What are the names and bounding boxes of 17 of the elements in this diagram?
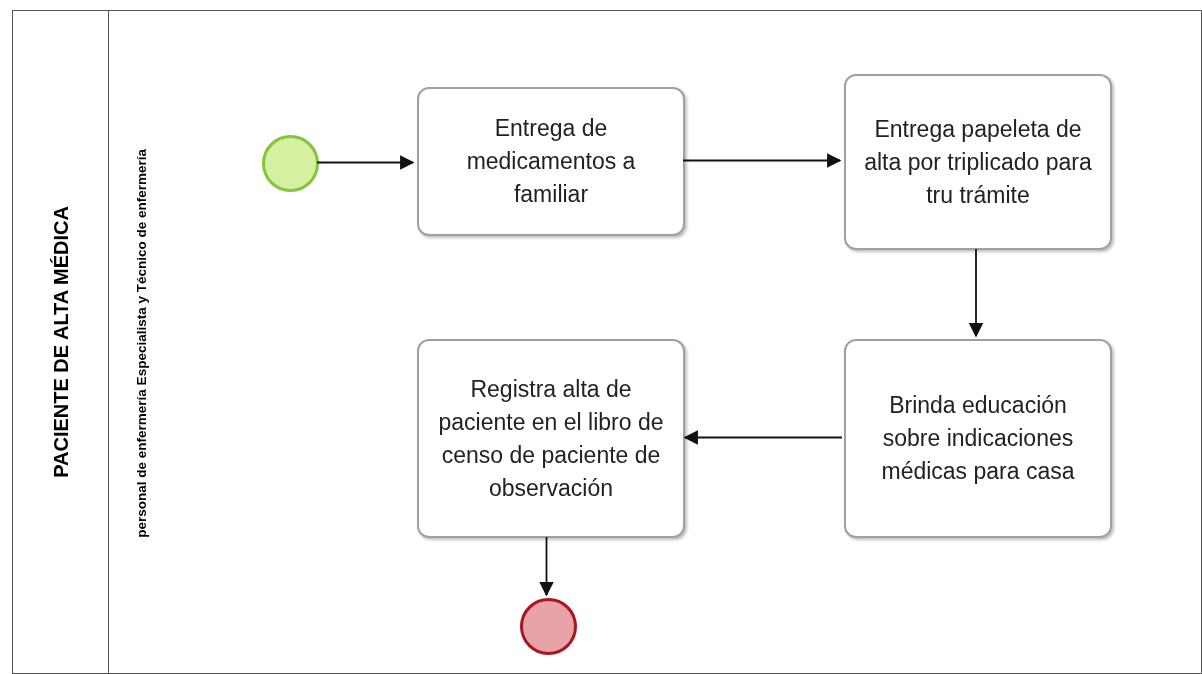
arrow bbox=[968, 248, 984, 338]
arrow bbox=[316, 155, 415, 170]
task-box bbox=[844, 339, 1112, 538]
task-label: Entrega de medicamentos a familiar bbox=[465, 114, 637, 209]
task-box bbox=[417, 87, 685, 236]
task-label: Registra alta de paciente en el libro de censo de paciente de observación bbox=[437, 374, 665, 503]
task-label: Entrega papeleta de alta por triplicado para tru trámite bbox=[863, 114, 1093, 210]
end-event bbox=[520, 598, 577, 655]
pool-title: PACIENTE DE ALTA MÉDICA bbox=[48, 206, 73, 478]
arrow bbox=[539, 536, 554, 597]
task-box bbox=[844, 74, 1112, 250]
arrow bbox=[682, 153, 842, 168]
start-event bbox=[262, 135, 319, 192]
lane-title: personal de enfermería Especialista y Técnico de enfermería bbox=[132, 148, 150, 538]
arrow bbox=[683, 430, 843, 445]
task-label: Brinda educación sobre indicaciones médicas para casa bbox=[880, 391, 1076, 486]
task-box bbox=[417, 339, 685, 538]
